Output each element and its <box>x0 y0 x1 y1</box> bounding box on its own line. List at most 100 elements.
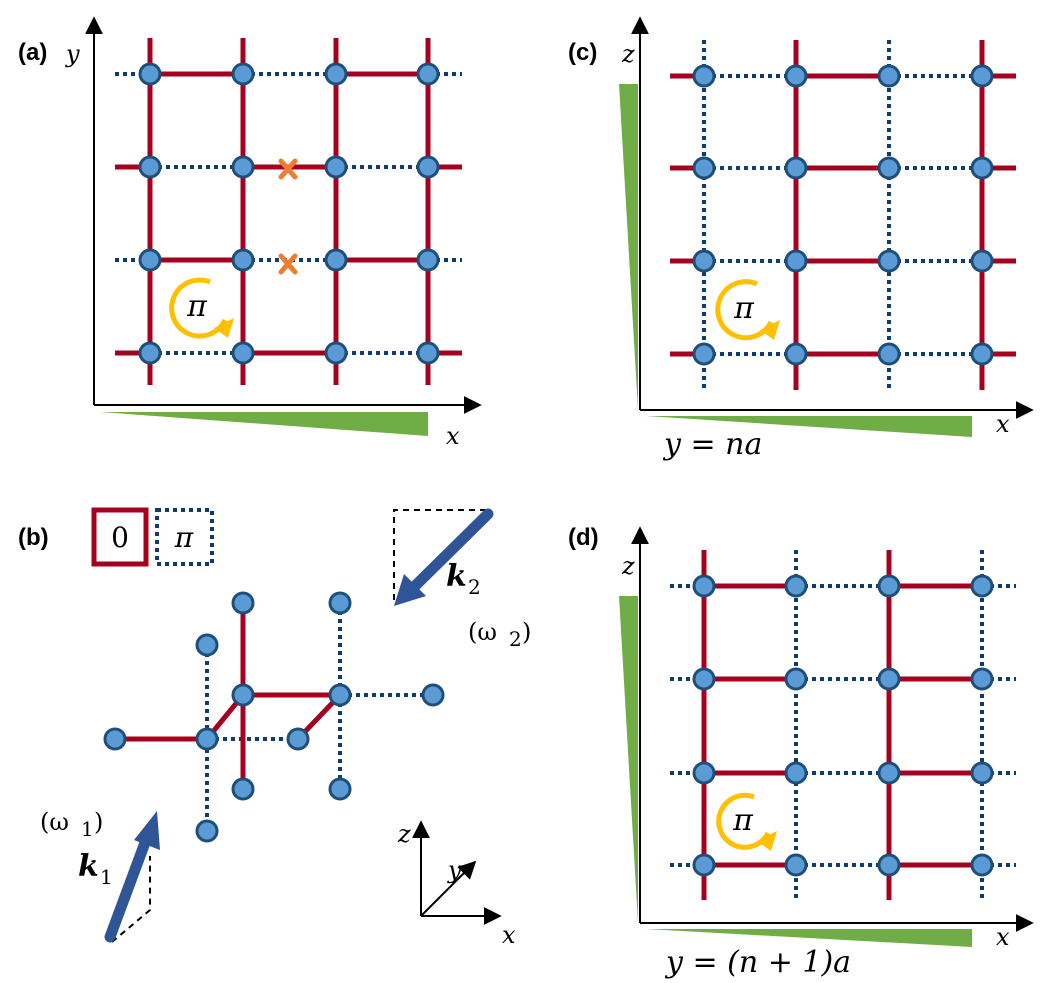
lattice-site <box>784 574 808 598</box>
lattice-site <box>324 62 348 86</box>
omega2-subscript: 2 <box>509 627 522 651</box>
gradient-wedge-z <box>619 84 638 410</box>
axis-y-line <box>420 860 477 917</box>
gradient-wedge-x <box>100 412 428 436</box>
lattice-site <box>692 342 716 366</box>
lattice-site <box>784 667 808 691</box>
omega1-close: ) <box>94 808 103 836</box>
axis-z-label: z <box>621 552 635 580</box>
lattice-site <box>784 761 808 785</box>
lattice-c <box>670 40 1016 390</box>
slice-caption: y = (n + 1)a <box>664 945 851 980</box>
flux-label: π <box>186 289 208 324</box>
lattice-site <box>324 248 348 272</box>
lattice-site <box>877 156 901 180</box>
legend-zero-box <box>91 507 149 567</box>
omega1-subscript: 1 <box>81 817 94 841</box>
panel-b: (b) 0 π <box>18 507 531 949</box>
gradient-wedge-x <box>646 929 972 947</box>
lattice-site <box>231 341 255 365</box>
lattice-site <box>877 574 901 598</box>
panel-d: π (d) z x y = (n + 1)a <box>568 524 1034 980</box>
lattice-site <box>138 341 162 365</box>
k2-projection-guide <box>393 509 490 600</box>
cross-icon <box>278 158 298 180</box>
lattice-site <box>970 574 994 598</box>
axis-x-label: x <box>502 921 516 949</box>
flux-arrowhead-icon <box>757 831 777 851</box>
lattice-site <box>231 248 255 272</box>
lattice-site <box>970 853 994 877</box>
lattice-site <box>328 683 352 707</box>
lattice-site <box>195 727 219 751</box>
k1-subscript: 1 <box>100 865 113 889</box>
lattice-site <box>328 777 352 801</box>
lattice-site <box>970 761 994 785</box>
lattice-site <box>970 667 994 691</box>
omega1-label: (ω <box>40 808 69 836</box>
k2-arrow-icon <box>394 574 426 606</box>
k2-label: k <box>446 559 467 594</box>
lattice-d <box>670 550 1016 900</box>
lattice-site <box>877 761 901 785</box>
flux-arrow-icon <box>716 792 771 850</box>
lattice-site <box>231 62 255 86</box>
omega2-label: (ω <box>468 618 497 646</box>
lattice-site <box>877 342 901 366</box>
k2-beam-shaft <box>410 508 494 591</box>
axis-x-label: x <box>996 923 1010 951</box>
lattice-site <box>692 667 716 691</box>
lattice-site <box>138 248 162 272</box>
lattice-site <box>877 249 901 273</box>
lattice-site <box>692 156 716 180</box>
lattice-site <box>231 155 255 179</box>
cross-icon <box>278 253 298 275</box>
lattice-site <box>877 64 901 88</box>
lattice-site <box>286 727 310 751</box>
panel-label: (c) <box>568 39 597 66</box>
flux-arrow-icon <box>715 279 774 341</box>
lattice-site <box>195 633 219 657</box>
k2-subscript: 2 <box>468 575 481 599</box>
lattice-site <box>416 62 440 86</box>
axis-x-label: x <box>446 422 460 450</box>
flux-arrowhead-icon <box>214 318 234 338</box>
flux-label: π <box>733 291 755 326</box>
axis-y-label: y <box>447 856 462 884</box>
lattice-site <box>416 341 440 365</box>
lattice-site <box>231 591 255 615</box>
panel-label: (b) <box>18 524 49 551</box>
lattice-site <box>970 249 994 273</box>
k1-label: k <box>78 849 99 884</box>
lattice-site <box>416 155 440 179</box>
lattice-site <box>692 574 716 598</box>
legend-pi-box <box>155 508 214 566</box>
lattice-site <box>138 155 162 179</box>
flux-arrowhead-icon <box>760 320 780 340</box>
panel-c: π (c) z x y = na <box>568 16 1034 462</box>
panel-label: (a) <box>18 39 47 66</box>
lattice-site <box>970 156 994 180</box>
lattice-a <box>115 38 462 385</box>
flux-arrow-icon <box>169 277 228 339</box>
lattice-site <box>138 62 162 86</box>
legend-pi-label: π <box>174 521 194 554</box>
lattice-site <box>877 667 901 691</box>
lattice-site <box>231 683 255 707</box>
lattice-site <box>784 156 808 180</box>
lattice-site <box>231 777 255 801</box>
lattice-site <box>877 853 901 877</box>
lattice-site <box>421 683 445 707</box>
slice-caption: y = na <box>662 427 762 462</box>
gradient-wedge-x <box>646 416 972 437</box>
lattice-site <box>692 761 716 785</box>
axis-x-label: x <box>996 410 1010 438</box>
lattice-site <box>692 853 716 877</box>
lattice-site <box>784 853 808 877</box>
omega2-close: ) <box>522 618 531 646</box>
panel-label: (d) <box>568 524 599 551</box>
k1-arrow-icon <box>134 811 160 850</box>
lattice-site <box>692 249 716 273</box>
lattice-site <box>784 342 808 366</box>
